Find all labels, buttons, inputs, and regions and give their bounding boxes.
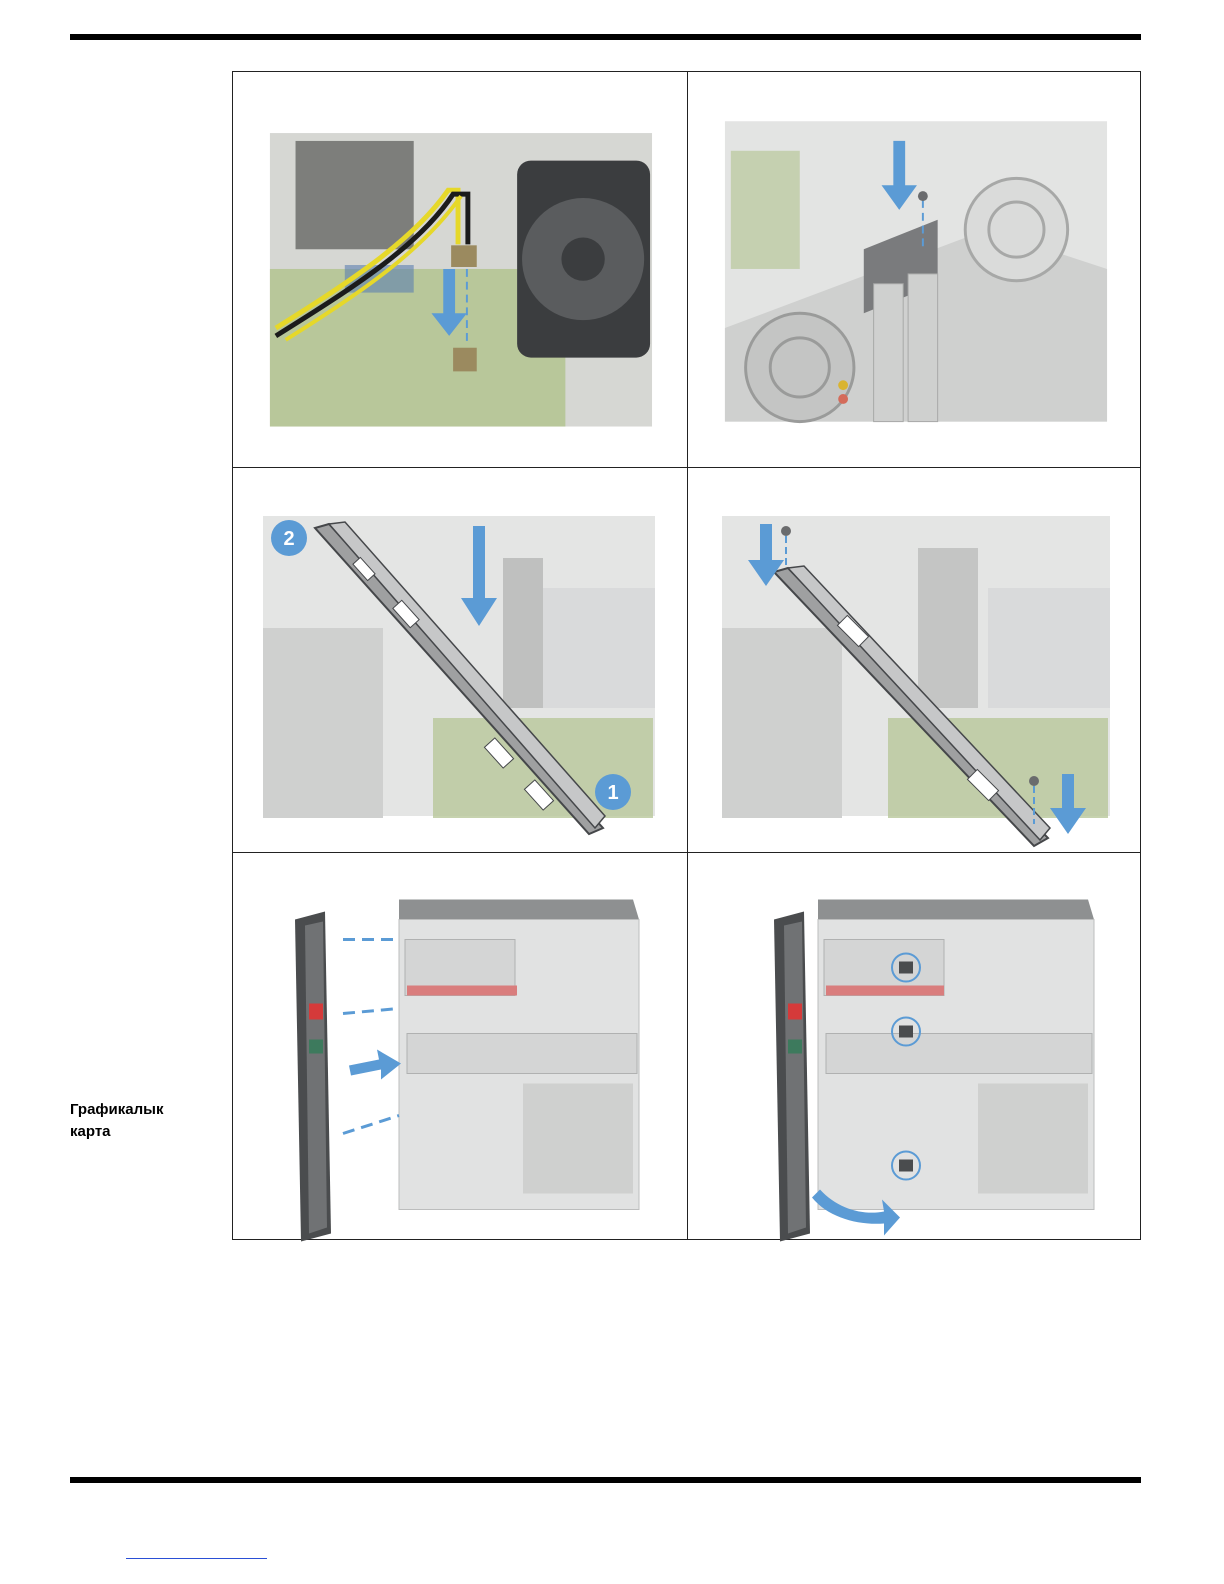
figure-bezel-align bbox=[233, 853, 687, 1242]
figure-power-cable bbox=[233, 72, 687, 461]
svg-text:2: 2 bbox=[283, 528, 294, 550]
svg-text:1: 1 bbox=[607, 782, 618, 804]
bracket-screws-illustration bbox=[688, 468, 1142, 857]
figure-bracket-screws bbox=[688, 468, 1142, 857]
figure-bracket-placement: 2 1 bbox=[233, 468, 687, 857]
header-rule bbox=[70, 34, 1141, 40]
bezel-attach-illustration bbox=[688, 853, 1142, 1242]
power-cable-illustration bbox=[233, 72, 687, 461]
figure-grid: 2 1 bbox=[232, 71, 1141, 1240]
footer-link-underline bbox=[126, 1558, 267, 1559]
figure-bezel-attach bbox=[688, 853, 1142, 1242]
callout-2: 2 bbox=[271, 520, 307, 556]
bracket-placement-illustration: 2 1 bbox=[233, 468, 687, 857]
footer-rule bbox=[70, 1477, 1141, 1483]
front-bezel bbox=[295, 912, 331, 1242]
bezel-align-illustration bbox=[233, 853, 687, 1242]
section-label: Графикалык карта bbox=[70, 1099, 163, 1143]
fan-heatsink bbox=[517, 161, 650, 358]
bracket-screw-illustration bbox=[688, 72, 1142, 461]
figure-bracket-screw bbox=[688, 72, 1142, 461]
callout-1: 1 bbox=[595, 774, 631, 810]
front-bezel bbox=[774, 912, 810, 1242]
